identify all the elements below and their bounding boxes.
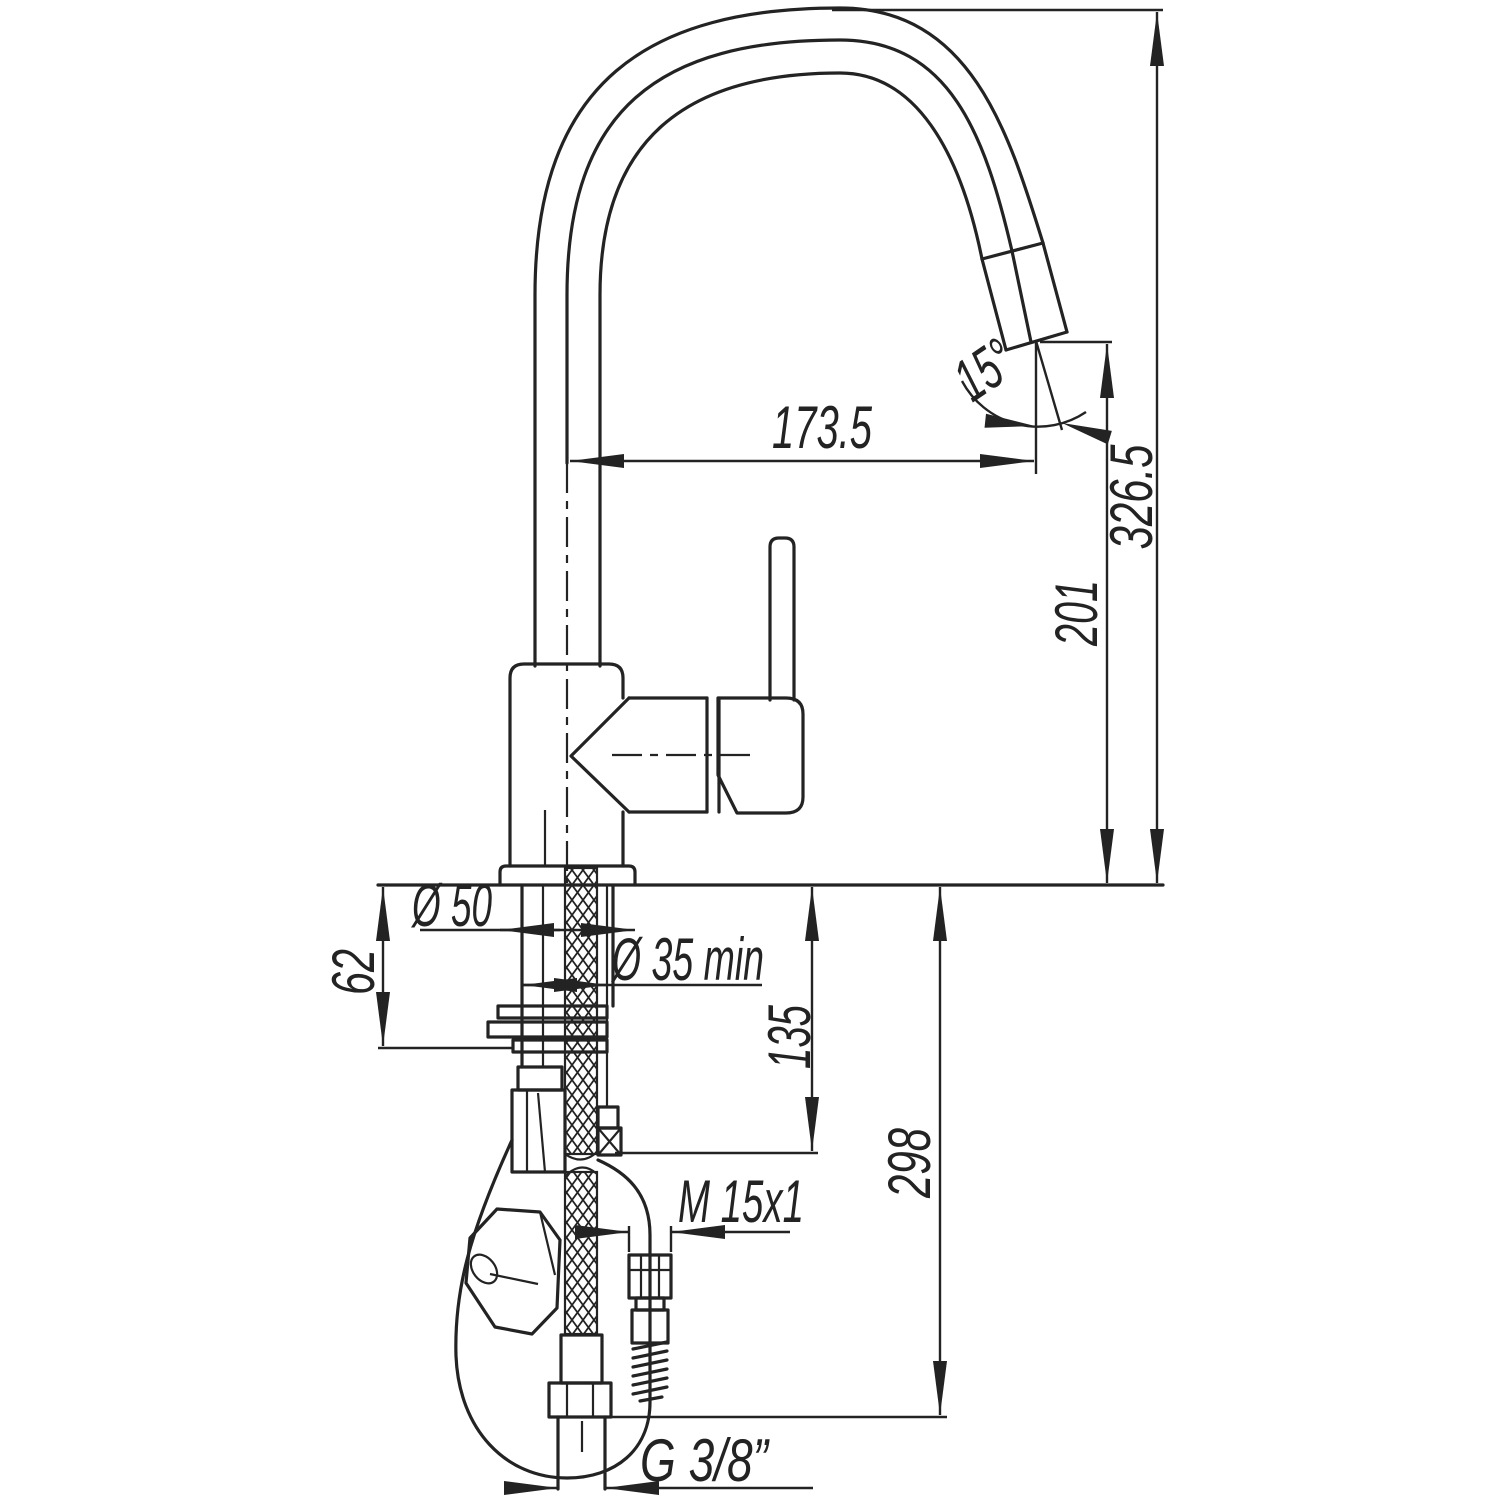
faucet-above-counter	[498, 6, 1069, 887]
spout-middle-line	[565, 38, 1014, 465]
hose-weight	[464, 1207, 562, 1336]
label-spray-angle: 15°	[942, 326, 1028, 414]
extension-lines	[378, 8, 1163, 1419]
label-spout-reach: 173.5	[772, 394, 872, 461]
quick-connector	[596, 1105, 623, 1157]
label-overall-height: 326.5	[1098, 444, 1165, 549]
dimension-annotations: 173.5 15° 326.5 201 Ø 50 Ø 35 min 62 135…	[320, 8, 1165, 1495]
supply-hex-fitting	[510, 1065, 567, 1174]
label-deck-thickness: 62	[320, 949, 387, 995]
label-shank-depth: 135	[756, 1005, 823, 1069]
handle	[716, 536, 805, 815]
spray-head	[980, 241, 1069, 352]
spout-outer-line	[533, 6, 1045, 668]
label-hose-drop: 298	[876, 1128, 943, 1199]
rubber-washer	[496, 1004, 609, 1020]
adapter-coil	[631, 1340, 669, 1403]
m15-adapter	[627, 1253, 673, 1403]
label-supply-thread: G 3/8”	[640, 1427, 770, 1494]
label-hose-thread: M 15x1	[678, 1168, 804, 1235]
dim-spray-angle	[960, 340, 1112, 474]
metal-washer	[486, 1020, 609, 1039]
handle-lever	[768, 536, 796, 702]
pullout-hose-loop	[454, 1138, 652, 1480]
braided-hose	[563, 866, 599, 1336]
label-hole-diameter: Ø 35 min	[611, 926, 764, 993]
tailpiece	[556, 1415, 607, 1491]
spout-inner-line	[598, 71, 984, 668]
label-outlet-height: 201	[1043, 580, 1110, 647]
hose-crimp-sleeve	[559, 1333, 604, 1385]
mounting-nut	[511, 1038, 609, 1054]
label-base-diameter: Ø 50	[411, 872, 492, 939]
supply-nut	[547, 1381, 613, 1419]
valve-housing	[569, 696, 721, 814]
